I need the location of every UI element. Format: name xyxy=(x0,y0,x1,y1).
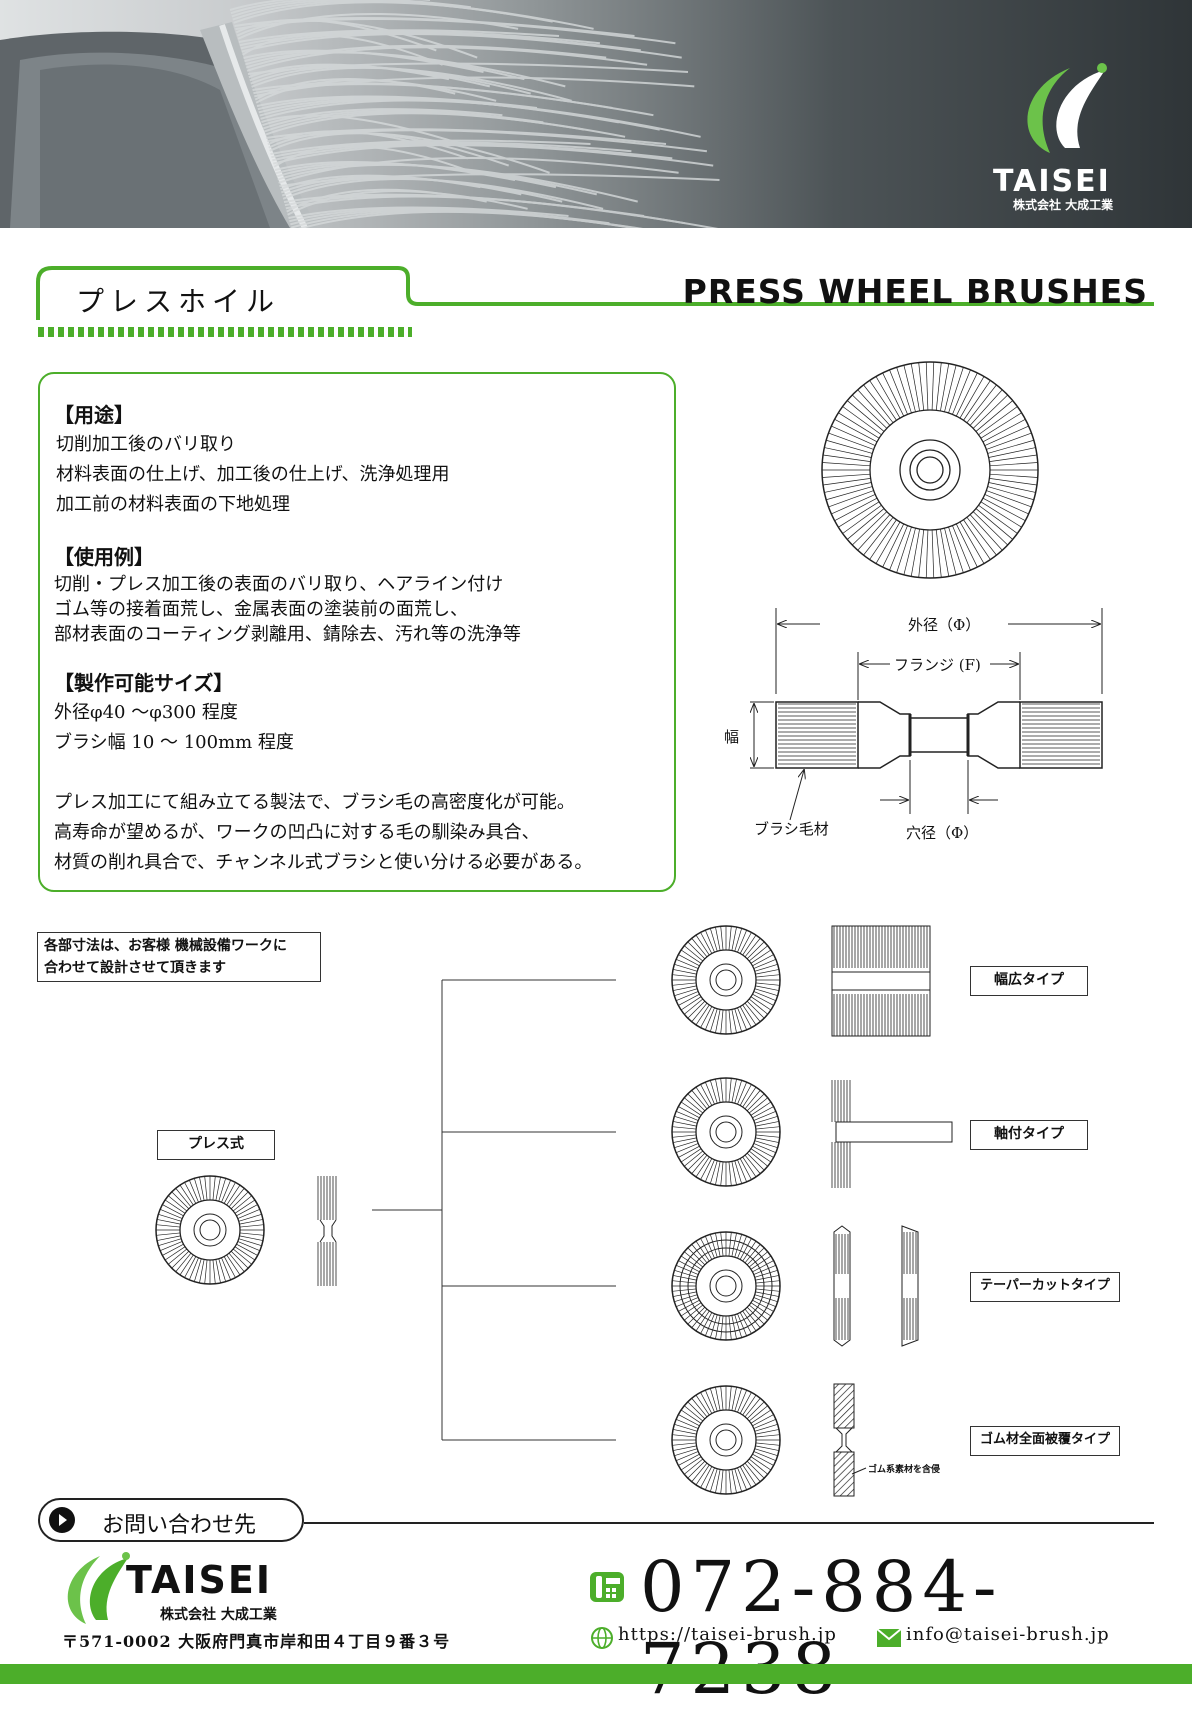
examples-content: 【使用例】 切削・プレス加工後の表面のバリ取り、ヘアライン付け ゴム等の接着面荒… xyxy=(54,542,521,647)
brush-photo xyxy=(0,0,720,228)
footer-bar xyxy=(0,1664,1192,1684)
play-icon xyxy=(49,1507,75,1533)
description-content: 【用途】 切削加工後のバリ取り 材料表面の仕上げ、加工後の仕上げ、洗浄処理用 加… xyxy=(54,400,449,520)
custom-note-line: 合わせて設計させて頂きます xyxy=(44,960,226,976)
sizes-heading: 【製作可能サイズ】 xyxy=(54,671,234,695)
outer-diameter-label: 外径（Φ） xyxy=(902,614,987,635)
company-name: TAISEI xyxy=(126,1558,272,1602)
sizes-content: 【製作可能サイズ】 外径φ40 ～φ300 程度 ブラシ幅 10 ～ 100mm… xyxy=(54,668,294,758)
note-line: プレス加工にて組み立てる製法で、ブラシ毛の高密度化が可能。 xyxy=(54,792,575,813)
usage-heading: 【用途】 xyxy=(54,403,134,427)
examples-heading: 【使用例】 xyxy=(54,545,154,569)
wide-type-label: 幅広タイプ xyxy=(970,966,1088,996)
example-line: ゴム等の接着面荒し、金属表面の塗装前の面荒し、 xyxy=(54,599,468,620)
press-type-label: プレス式 xyxy=(157,1130,275,1160)
logo-name: TAISEI xyxy=(993,164,1111,199)
bristle-label: ブラシ毛材 xyxy=(754,820,829,838)
contact-label: お問い合わせ先 xyxy=(102,1513,257,1538)
size-line: 外径φ40 ～φ300 程度 xyxy=(54,702,238,723)
contact-divider xyxy=(304,1522,1154,1524)
hole-diameter-label: 穴径（Φ） xyxy=(906,824,979,842)
taper-cut-type-label: テーパーカットタイプ xyxy=(970,1272,1120,1302)
types-tree-diagram xyxy=(155,925,953,1497)
rubber-note: ゴム系素材を含侵 xyxy=(868,1465,941,1475)
note-line: 材質の削れ具合で、チャンネル式ブラシと使い分ける必要がある。 xyxy=(54,852,593,873)
example-line: 部材表面のコーティング剥離用、錆除去、汚れ等の洗浄等 xyxy=(54,624,521,645)
example-line: 切削・プレス加工後の表面のバリ取り、ヘアライン付け xyxy=(54,574,504,595)
logo-company: 株式会社 大成工業 xyxy=(1013,198,1114,212)
usage-line: 加工前の材料表面の下地処理 xyxy=(56,494,290,515)
company-sub: 株式会社 大成工業 xyxy=(160,1607,277,1623)
page-title-en: PRESS WHEEL BRUSHES xyxy=(682,272,1148,311)
taisei-logo-icon xyxy=(67,1552,130,1624)
wheel-front-view xyxy=(821,361,1039,579)
note-content: プレス加工にて組み立てる製法で、ブラシ毛の高密度化が可能。 高寿命が望めるが、ワ… xyxy=(54,788,592,878)
globe-icon xyxy=(591,1627,613,1649)
contact-label-pill: お問い合わせ先 xyxy=(38,1498,304,1542)
note-line: 高寿命が望めるが、ワークの凹凸に対する毛の馴染み具合、 xyxy=(54,822,540,843)
width-label: 幅 xyxy=(724,728,740,746)
title-frame xyxy=(36,266,1154,337)
phone-fax-icon xyxy=(590,1572,624,1602)
shaft-type-label: 軸付タイプ xyxy=(970,1120,1088,1150)
custom-design-note: 各部寸法は、お客様 機械設備ワークに 合わせて設計させて頂きます xyxy=(37,932,321,982)
flange-label: フランジ (F) xyxy=(890,654,985,675)
wheel-side-dimension-diagram xyxy=(750,608,1103,821)
address: 〒571-0002 大阪府門真市岸和田４丁目９番３号 xyxy=(62,1632,451,1651)
usage-line: 切削加工後のバリ取り xyxy=(56,434,236,455)
email-link[interactable]: info@taisei-brush.jp xyxy=(906,1624,1110,1645)
usage-line: 材料表面の仕上げ、加工後の仕上げ、洗浄処理用 xyxy=(56,464,450,485)
page-title-jp: プレスホイル xyxy=(76,285,281,318)
header-banner: TAISEI 株式会社 大成工業 xyxy=(0,0,1192,228)
rubber-coated-type-label: ゴム材全面被覆タイプ xyxy=(970,1426,1120,1456)
description-box xyxy=(38,372,676,892)
website-link[interactable]: https://taisei-brush.jp xyxy=(618,1624,837,1645)
mail-icon xyxy=(876,1628,902,1647)
custom-note-line: 各部寸法は、お客様 機械設備ワークに xyxy=(44,938,287,954)
taisei-logo-icon xyxy=(1027,63,1107,153)
size-line: ブラシ幅 10 ～ 100mm 程度 xyxy=(54,732,294,753)
